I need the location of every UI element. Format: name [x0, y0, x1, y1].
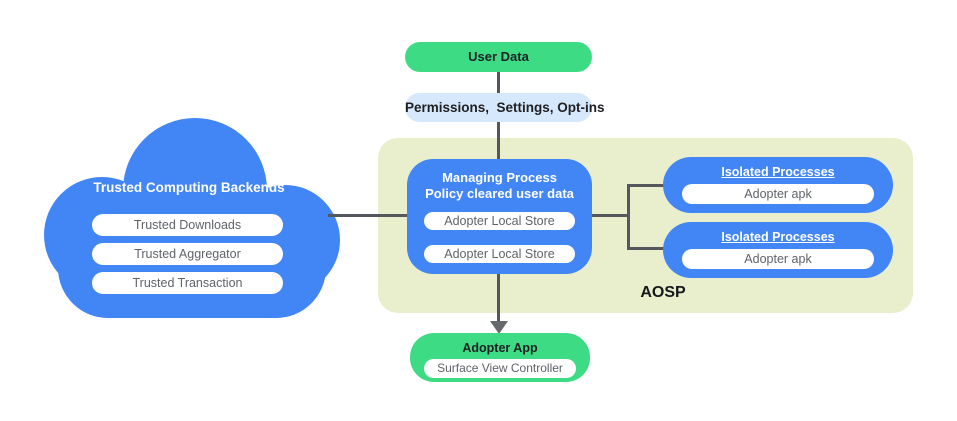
adopter-app-node: Adopter App Surface View Controller — [410, 333, 590, 382]
connector-managing-to-branch — [590, 214, 630, 217]
adopter-app-title: Adopter App — [462, 341, 538, 355]
surface-view-controller: Surface View Controller — [424, 359, 576, 378]
arrow-down-icon — [490, 321, 508, 334]
cloud-item-trusted-aggregator: Trusted Aggregator — [92, 243, 283, 265]
permissions-settings-optins-node: Permissions, Settings, Opt-ins — [405, 93, 605, 122]
adopter-local-store-2: Adopter Local Store — [424, 245, 575, 263]
connector-branch-to-isolated-1 — [627, 184, 670, 187]
connector-branch-vertical — [627, 184, 630, 250]
managing-process-title-line2: Policy cleared user data — [425, 186, 574, 201]
connector-branch-to-isolated-2 — [627, 247, 670, 250]
managing-process-title: Managing Process Policy cleared user dat… — [407, 170, 592, 202]
isolated-process-node-2: Isolated Processes Adopter apk — [663, 222, 893, 278]
cloud-item-trusted-transaction: Trusted Transaction — [92, 272, 283, 294]
managing-process-title-line1: Managing Process — [442, 170, 557, 185]
isolated-process-title-1: Isolated Processes — [721, 165, 835, 179]
connector-cloud-to-managing — [328, 214, 408, 217]
adopter-local-store-1: Adopter Local Store — [424, 212, 575, 230]
aosp-label: AOSP — [640, 284, 686, 301]
adopter-apk-1: Adopter apk — [682, 184, 874, 204]
user-data-node: User Data — [405, 42, 592, 72]
adopter-apk-2: Adopter apk — [682, 249, 874, 269]
isolated-process-title-2: Isolated Processes — [721, 230, 835, 244]
cloud-title: Trusted Computing Backends — [93, 180, 285, 195]
connector-managing-to-adopter — [497, 272, 500, 322]
isolated-process-node-1: Isolated Processes Adopter apk — [663, 157, 893, 213]
managing-process-node: Managing Process Policy cleared user dat… — [407, 159, 592, 274]
cloud-item-trusted-downloads: Trusted Downloads — [92, 214, 283, 236]
